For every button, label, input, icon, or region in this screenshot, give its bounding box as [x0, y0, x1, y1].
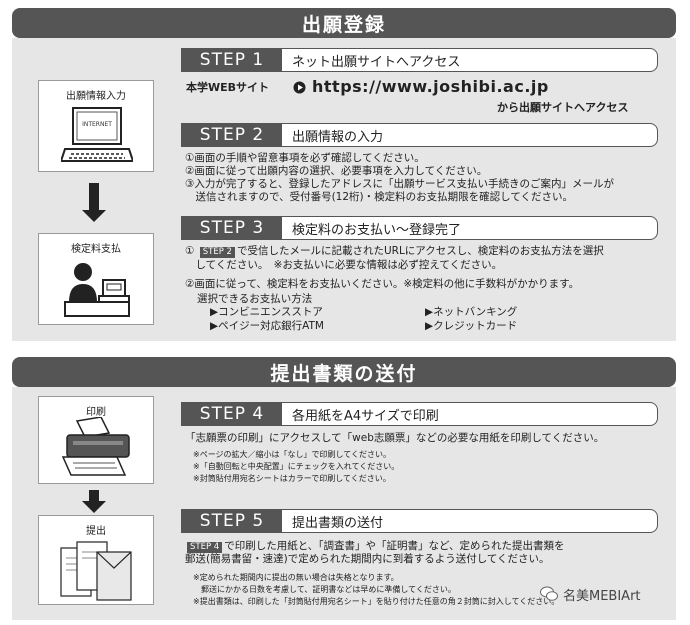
card-submit: 提出 — [38, 515, 154, 605]
step-badge: STEP 2 — [182, 124, 282, 146]
access-note: から出願サイトへアクセス — [497, 101, 629, 114]
step-5-note: ※定められた期間内に提出の無い場合は失格となります。 — [193, 573, 399, 582]
step-4-note: ※封筒貼付用宛名シートはカラーで印刷してください。 — [193, 474, 391, 483]
step-4-note: ※「自動回転と中央配置」にチェックを入れてください。 — [193, 462, 400, 471]
step-4-note: ※ページの拡大／縮小は「なし」で印刷してください。 — [193, 450, 392, 459]
step-badge: STEP 1 — [182, 49, 282, 71]
step-2-line: ①画面の手順や留意事項を必ず確認してください。 — [185, 152, 425, 164]
step-5-line: 郵送(簡易書留・速達)で定められた期間内に到着するよう送付してください。 — [185, 553, 550, 565]
section-title: 出願登録 — [301, 13, 386, 36]
step-badge: STEP 3 — [182, 217, 282, 239]
step-4-header: STEP 4 各用紙をA4サイズで印刷 — [181, 402, 658, 426]
step-1-header: STEP 1 ネット出願サイトへアクセス — [181, 48, 658, 72]
down-arrow-icon — [82, 490, 106, 514]
envelope-documents-icon — [60, 541, 132, 601]
laptop-icon — [61, 107, 133, 162]
step-3-text: で受信したメールに記載されたURLにアクセスし、検定料のお支払方法を選択 — [236, 245, 604, 257]
step-3-line: してください。 ※お支払いに必要な情報は必ず控えてください。 — [185, 259, 503, 271]
cashier-icon — [64, 263, 130, 317]
step-badge: STEP 4 — [182, 403, 282, 425]
step-title: 提出書類の送付 — [292, 515, 384, 531]
card-title: 印刷 — [86, 407, 106, 418]
list-marker: ① — [185, 245, 195, 257]
section-header-application: 出願登録 — [12, 8, 676, 38]
card-print: 印刷 — [38, 396, 154, 484]
card-application-input: 出願情報入力 INTERNET — [38, 80, 154, 172]
step-5-note: 郵送にかかる日数を考慮して、証明書などは早めに準備してください。 — [193, 585, 456, 594]
step-title: ネット出願サイトへアクセス — [292, 54, 461, 70]
chat-bubble-icon — [540, 586, 558, 601]
down-arrow-icon — [82, 183, 106, 223]
step-title: 出願情報の入力 — [292, 129, 384, 145]
step-4-main: 「志願票の印刷」にアクセスして「web志願票」などの必要な用紙を印刷してください… — [185, 432, 605, 444]
step-title: 各用紙をA4サイズで印刷 — [292, 408, 439, 424]
step-2-line: ②画面に従って出願内容の選択、必要事項を入力してください。 — [185, 165, 488, 177]
step-2-line: 送信されますので、受付番号(12桁)・検定料のお支払期限を確認してください。 — [185, 191, 574, 203]
watermark: 名美MEBIArt — [540, 584, 641, 604]
step-3-header: STEP 3 検定料のお支払い〜登録完了 — [181, 216, 658, 240]
section-title: 提出書類の送付 — [270, 362, 418, 385]
payment-method: ▶ペイジー対応銀行ATM — [210, 320, 324, 332]
step-5-note: ※提出書類は、印刷した「封筒貼付用宛名シート」を貼り付けた任意の角２封筒に封入し… — [193, 597, 560, 606]
step-ref-badge: STEP 2 — [199, 247, 235, 258]
payment-method: ▶コンビニエンスストア — [210, 306, 323, 318]
step-2-header: STEP 2 出願情報の入力 — [181, 123, 658, 147]
step-2-line: ③入力が完了すると、登録したアドレスに「出願サービス支払い手続きのご案内」メール… — [185, 178, 614, 190]
step-ref-badge: STEP 4 — [187, 542, 223, 553]
payment-method: ▶クレジットカード — [425, 320, 518, 332]
step-5-text: で印刷した用紙と、「調査書」や「証明書」など、定められた提出書類を — [224, 540, 565, 552]
step-badge: STEP 5 — [182, 510, 282, 532]
section-header-documents: 提出書類の送付 — [12, 357, 676, 387]
card-fee-payment: 検定料支払 — [38, 233, 154, 325]
play-circle-icon — [293, 81, 306, 94]
site-url-link[interactable]: https://www.joshibi.ac.jp — [312, 77, 549, 96]
card-title: 検定料支払 — [71, 244, 121, 255]
step-title: 検定料のお支払い〜登録完了 — [292, 222, 462, 238]
card-title: 提出 — [86, 526, 106, 537]
watermark-text: 名美MEBIArt — [563, 588, 641, 604]
printer-icon — [61, 417, 130, 476]
step-3-line: ②画面に従って、検定料をお支払いください。※検定料の他に手数料がかかります。 — [185, 278, 580, 290]
card-title: 出願情報入力 — [66, 91, 126, 102]
site-label: 本学WEBサイト — [186, 81, 270, 94]
payment-methods-label: 選択できるお支払い方法 — [197, 293, 313, 305]
screen-text: INTERNET — [82, 121, 112, 128]
step-5-header: STEP 5 提出書類の送付 — [181, 509, 658, 533]
payment-method: ▶ネットバンキング — [425, 306, 518, 318]
